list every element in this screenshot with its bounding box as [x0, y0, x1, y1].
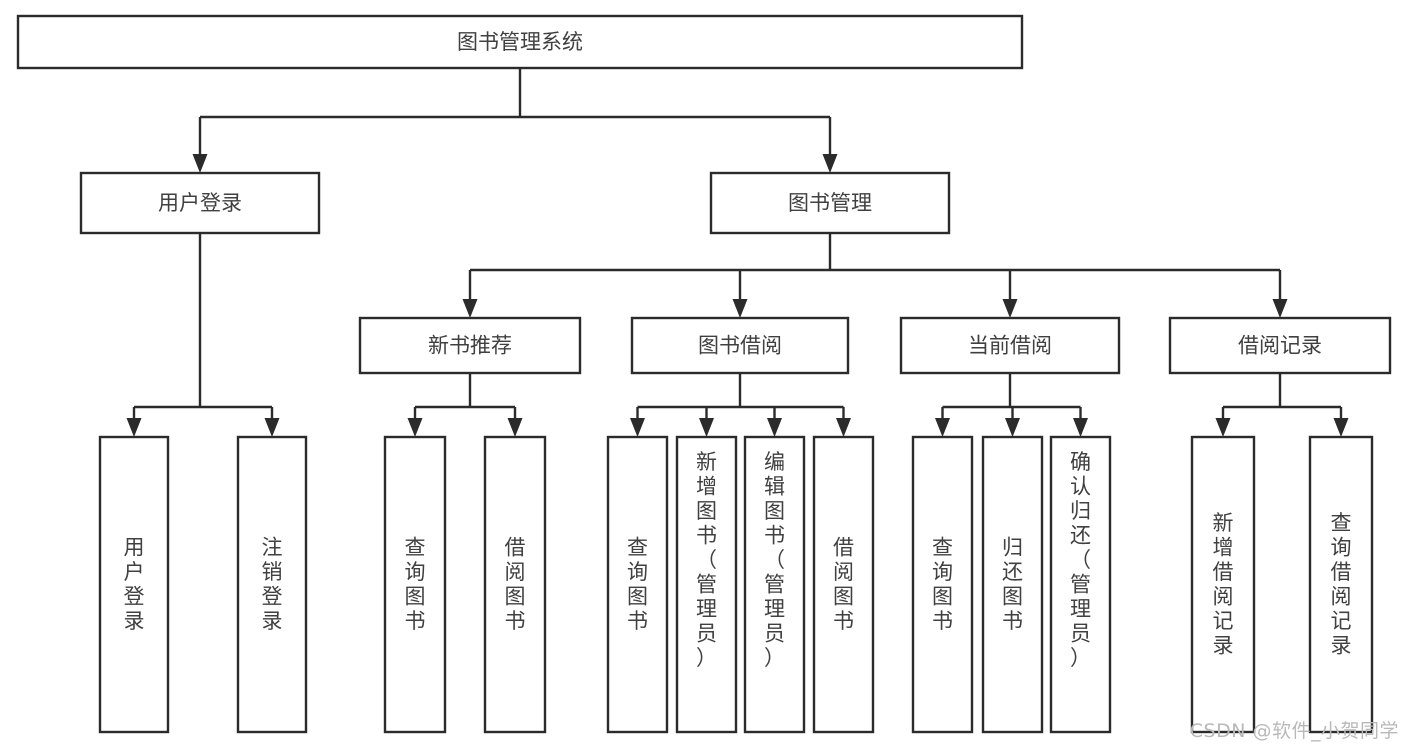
- node-level3-新书推荐[interactable]: 新书推荐: [358, 316, 582, 375]
- node-label: 查询图书: [405, 536, 426, 634]
- arrow-head: [1002, 299, 1018, 318]
- node-label: 编辑图书（管理员）: [764, 450, 785, 670]
- node-leaf-归还图书[interactable]: 归还图书: [981, 435, 1044, 734]
- arrow-head: [732, 299, 748, 318]
- node-label: 新增借阅记录: [1213, 511, 1234, 658]
- node-leaf-编辑图书管理员[interactable]: 编辑图书（管理员）: [743, 435, 806, 734]
- arrow-head: [935, 418, 950, 437]
- arrow-head: [192, 154, 208, 173]
- arrow-head: [1073, 418, 1088, 437]
- node-rect: [981, 435, 1044, 734]
- node-rect: [236, 435, 308, 734]
- node-rect: [1168, 316, 1392, 375]
- node-label: 当前借阅: [968, 334, 1052, 358]
- node-rect: [1190, 435, 1256, 734]
- arrow-head: [699, 418, 714, 437]
- node-label: 查询图书: [627, 536, 648, 634]
- node-label: 查询图书: [932, 536, 953, 634]
- node-rect: [98, 435, 170, 734]
- node-level3-当前借阅[interactable]: 当前借阅: [899, 316, 1121, 375]
- node-level3-图书借阅[interactable]: 图书借阅: [630, 316, 850, 375]
- arrow-head: [630, 418, 645, 437]
- node-rect: [743, 435, 806, 734]
- node-rect: [812, 435, 875, 734]
- node-level2-图书管理[interactable]: 图书管理: [709, 171, 951, 235]
- arrow-head: [767, 418, 782, 437]
- node-rect: [358, 316, 582, 375]
- node-label: 用户登录: [158, 191, 242, 215]
- node-level3-借阅记录[interactable]: 借阅记录: [1168, 316, 1392, 375]
- node-label: 借阅图书: [833, 536, 854, 634]
- node-label: 新增图书（管理员）: [696, 450, 717, 670]
- node-rect: [606, 435, 669, 734]
- node-rect: [1308, 435, 1374, 734]
- node-label: 图书借阅: [698, 334, 782, 358]
- node-leaf-查询借阅记录[interactable]: 查询借阅记录: [1308, 435, 1374, 734]
- node-label: 图书管理系统: [457, 30, 583, 54]
- arrow-head: [822, 154, 838, 173]
- node-label: 借阅记录: [1238, 334, 1322, 358]
- arrow-head: [407, 418, 423, 437]
- arrow-head: [1215, 418, 1231, 437]
- node-rect: [483, 435, 547, 734]
- node-rect: [630, 316, 850, 375]
- node-label: 归还图书: [1002, 536, 1023, 634]
- node-level2-用户登录[interactable]: 用户登录: [79, 171, 321, 235]
- node-leaf-借阅图书[interactable]: 借阅图书: [812, 435, 875, 734]
- node-root-图书管理系统[interactable]: 图书管理系统: [16, 14, 1024, 70]
- node-label: 用户登录: [124, 536, 145, 634]
- node-leaf-新增借阅记录[interactable]: 新增借阅记录: [1190, 435, 1256, 734]
- node-rect: [79, 171, 321, 235]
- node-leaf-用户登录[interactable]: 用户登录: [98, 435, 170, 734]
- arrow-head: [126, 418, 142, 437]
- node-label: 借阅图书: [505, 536, 526, 634]
- arrow-head: [507, 418, 523, 437]
- node-leaf-确认归还管理员[interactable]: 确认归还（管理员）: [1049, 435, 1112, 734]
- node-leaf-注销登录[interactable]: 注销登录: [236, 435, 308, 734]
- arrow-head: [264, 418, 280, 437]
- arrow-head: [1005, 418, 1020, 437]
- node-boxes: 图书管理系统用户登录图书管理新书推荐图书借阅当前借阅借阅记录用户登录注销登录查询…: [16, 14, 1392, 734]
- node-leaf-查询图书[interactable]: 查询图书: [383, 435, 447, 734]
- arrow-head: [1272, 299, 1288, 318]
- node-rect: [911, 435, 974, 734]
- node-rect: [899, 316, 1121, 375]
- node-rect: [16, 14, 1024, 70]
- arrow-head: [1333, 418, 1349, 437]
- node-label: 注销登录: [262, 536, 283, 634]
- node-label: 新书推荐: [428, 334, 512, 358]
- arrow-head: [462, 299, 478, 318]
- node-leaf-查询图书[interactable]: 查询图书: [911, 435, 974, 734]
- node-label: 查询借阅记录: [1331, 511, 1352, 658]
- arrow-head: [836, 418, 851, 437]
- node-label: 确认归还（管理员）: [1070, 450, 1091, 670]
- node-leaf-新增图书管理员[interactable]: 新增图书（管理员）: [675, 435, 738, 734]
- connector-lines: [126, 68, 1349, 437]
- node-rect: [1049, 435, 1112, 734]
- node-leaf-查询图书[interactable]: 查询图书: [606, 435, 669, 734]
- node-rect: [709, 171, 951, 235]
- node-leaf-借阅图书[interactable]: 借阅图书: [483, 435, 547, 734]
- node-rect: [383, 435, 447, 734]
- node-label: 图书管理: [788, 191, 872, 215]
- node-rect: [675, 435, 738, 734]
